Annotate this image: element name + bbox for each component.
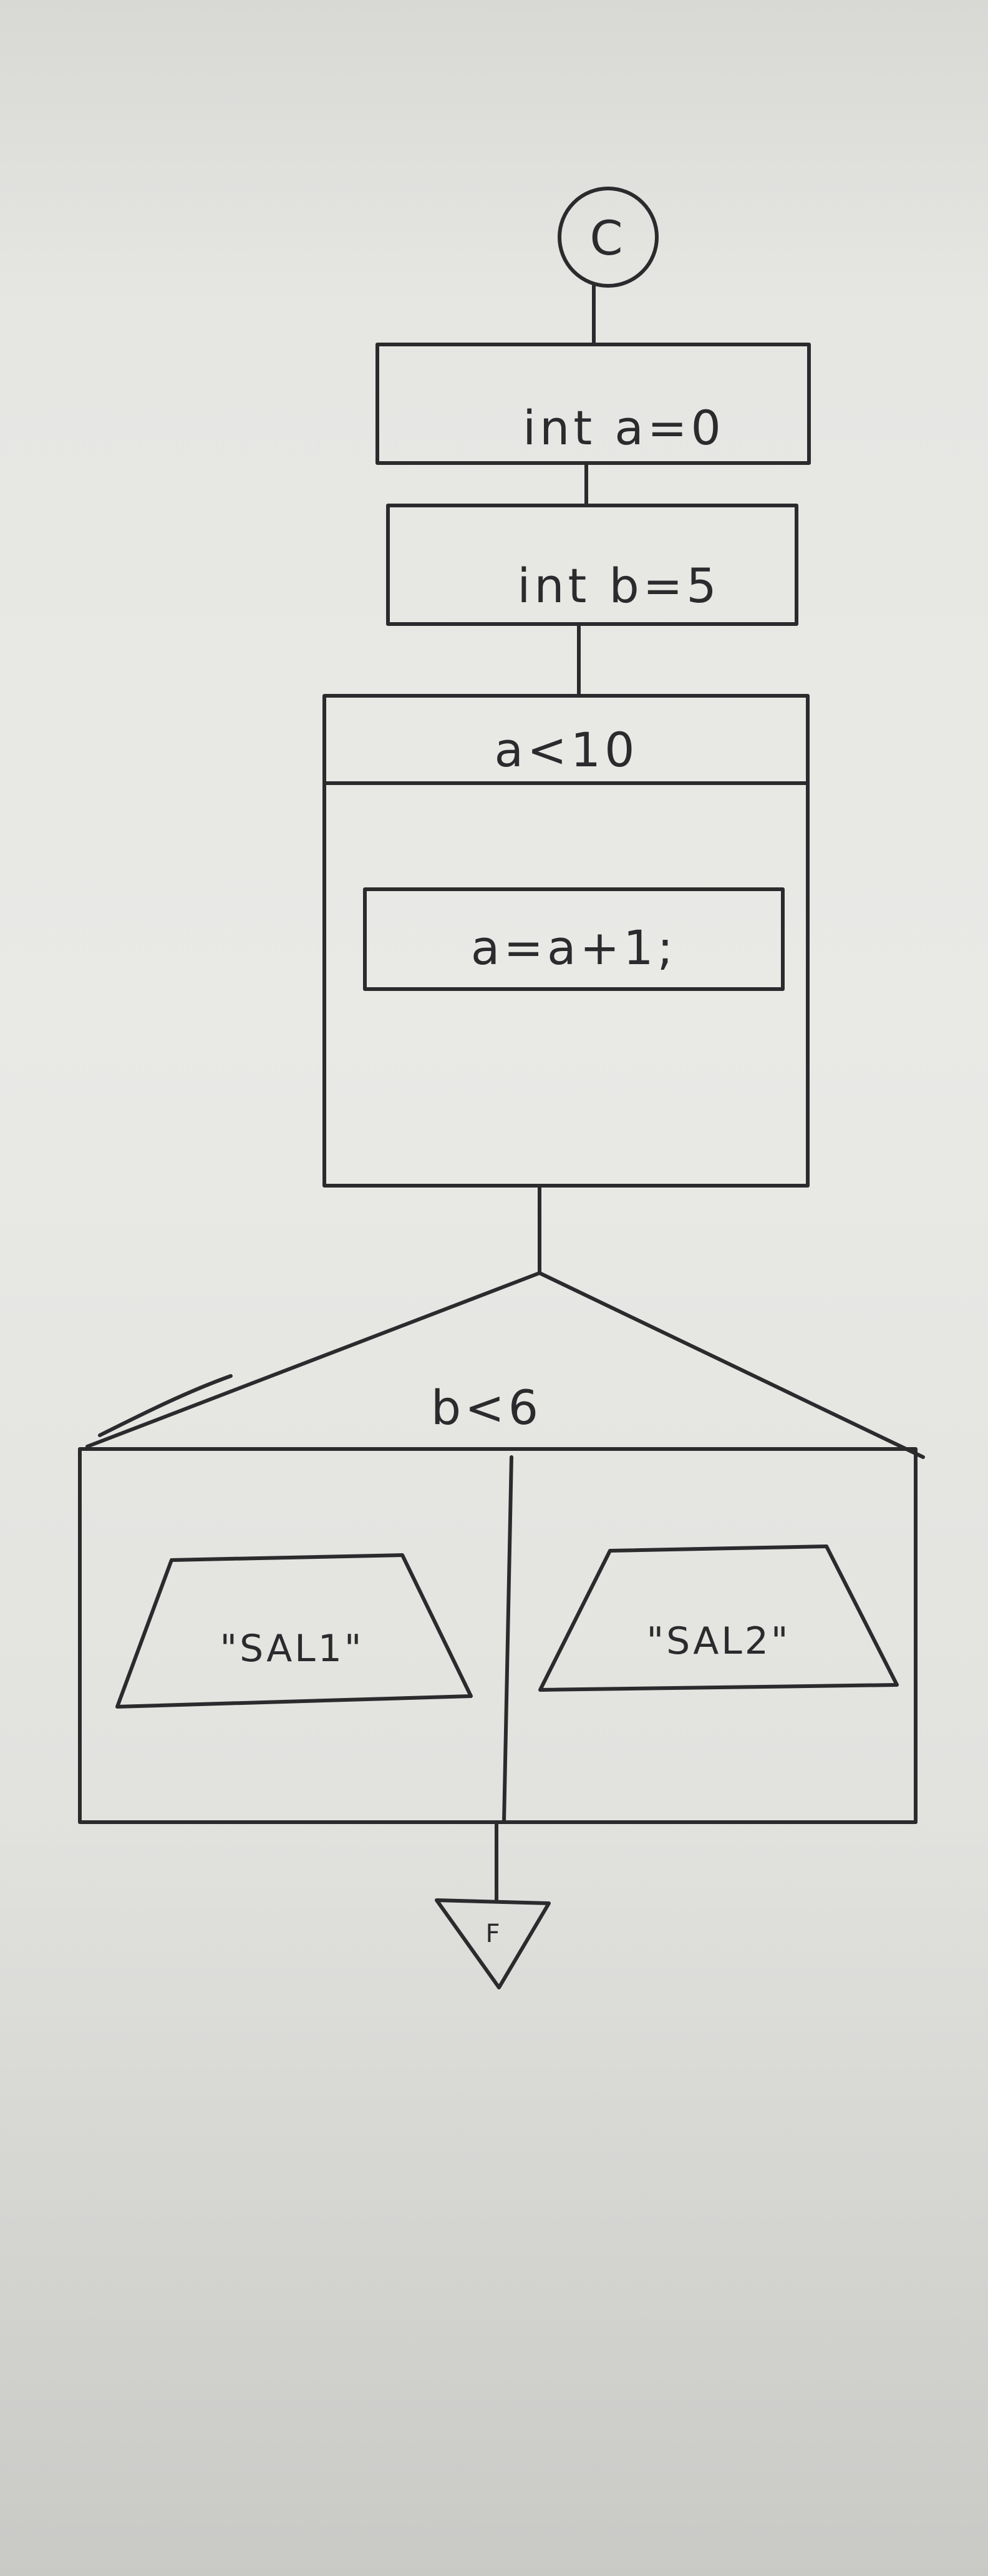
output-false: "SAL2": [538, 1544, 899, 1692]
decision-center-divider: [502, 1455, 513, 1824]
statement-1-label: int a=0: [523, 400, 725, 456]
loop-condition-label: a<10: [495, 722, 639, 778]
end-connector: F: [435, 1898, 551, 1989]
loop-block: a<10 a=a+1;: [322, 694, 810, 1188]
output-true-label: "SAL1": [220, 1627, 364, 1671]
statement-2-box: int b=5: [386, 504, 798, 626]
statement-2-rect: [386, 504, 798, 626]
loop-outer-rect: [322, 694, 810, 1188]
output-false-shape: [538, 1544, 899, 1692]
output-true: "SAL1": [115, 1553, 473, 1709]
decision-condition-label: b<6: [431, 1380, 542, 1435]
decision-triangle-stroke: [98, 1374, 233, 1437]
end-connector-label: F: [485, 1920, 500, 1948]
output-false-label: "SAL2": [646, 1619, 790, 1663]
loop-body-rect: [363, 887, 785, 991]
statement-1-box: int a=0: [375, 343, 811, 465]
start-connector-label: C: [589, 210, 626, 266]
statement-1-rect: [375, 343, 811, 465]
end-connector-triangle: [435, 1898, 551, 1989]
decision-triangle: [85, 1271, 925, 1459]
decision-block: b<6 "SAL1" "SAL2": [78, 1271, 925, 1824]
output-true-shape: [115, 1553, 473, 1709]
start-connector-circle: [558, 187, 659, 288]
loop-body-label: a=a+1;: [471, 920, 677, 975]
statement-2-label: int b=5: [517, 558, 720, 613]
start-connector: C: [558, 187, 659, 288]
